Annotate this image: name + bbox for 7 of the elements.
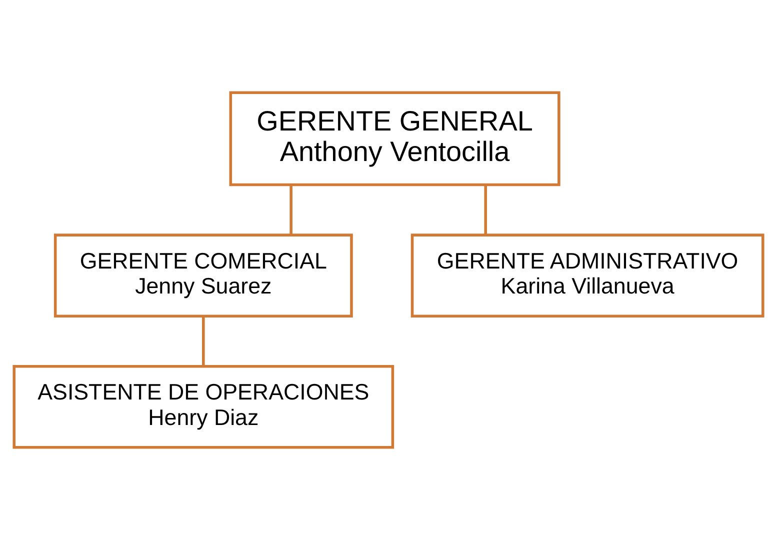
node-box: GERENTE GENERAL Anthony Ventocilla (229, 91, 560, 186)
node-box: GERENTE COMERCIAL Jenny Suarez (54, 234, 353, 318)
connector (290, 185, 292, 235)
connector (484, 185, 487, 235)
node-box: GERENTE ADMINISTRATIVO Karina Villanueva (410, 234, 764, 318)
connector (202, 316, 205, 366)
node-box: ASISTENTE DE OPERACIONES Henry Diaz (12, 365, 394, 449)
